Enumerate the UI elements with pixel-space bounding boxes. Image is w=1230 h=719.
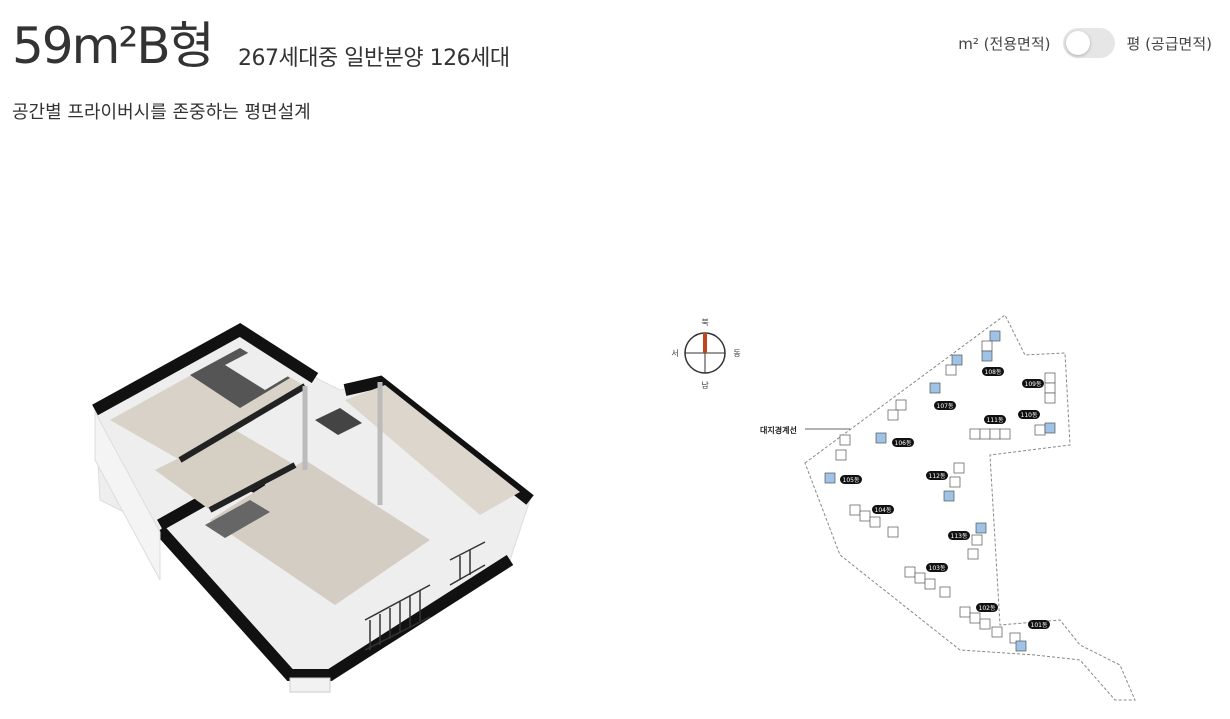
- toggle-left-label: m² (전용면적): [958, 34, 1051, 53]
- building-label-106: 106동: [895, 440, 912, 447]
- compass-east: 동: [733, 349, 740, 358]
- building-label-108: 108동: [985, 369, 1002, 376]
- area-unit-toggle: m² (전용면적) 평 (공급면적): [958, 28, 1212, 58]
- plan-description: 공간별 프라이버시를 존중하는 평면설계: [12, 102, 311, 123]
- compass-south: 남: [701, 381, 709, 390]
- unit-count-subtitle: 267세대중 일반분양 126세대: [238, 46, 510, 71]
- compass-north: 북: [701, 318, 708, 327]
- floor-plan-3d-image: [92, 323, 534, 693]
- building-label-103: 103동: [929, 565, 946, 572]
- compass-west: 서: [671, 349, 678, 358]
- page-title: 59m²B형: [12, 17, 215, 75]
- building-label-110: 110동: [1021, 412, 1038, 419]
- compass: 북 남 동 서: [671, 318, 740, 390]
- building-label-112: 112동: [929, 473, 946, 480]
- toggle-right-label: 평 (공급면적): [1126, 34, 1212, 53]
- switch-knob: [1065, 31, 1090, 55]
- building-label-104: 104동: [875, 507, 892, 514]
- building-label-101: 101동: [1031, 622, 1048, 629]
- building-label-109: 109동: [1025, 381, 1042, 388]
- building-label-102: 102동: [979, 605, 996, 612]
- building-label-107: 107동: [937, 403, 954, 410]
- area-unit-switch[interactable]: [1062, 28, 1115, 58]
- building-label-105: 105동: [843, 477, 860, 484]
- site-boundary: [804, 314, 1136, 701]
- boundary-label: 대지경계선: [760, 425, 797, 435]
- building-label-111: 111동: [987, 417, 1004, 424]
- site-plan-map: 북 남 동 서 대지경계선 101동 102동 103동 104동 105동 1…: [671, 314, 1136, 701]
- building-label-113: 113동: [951, 533, 968, 540]
